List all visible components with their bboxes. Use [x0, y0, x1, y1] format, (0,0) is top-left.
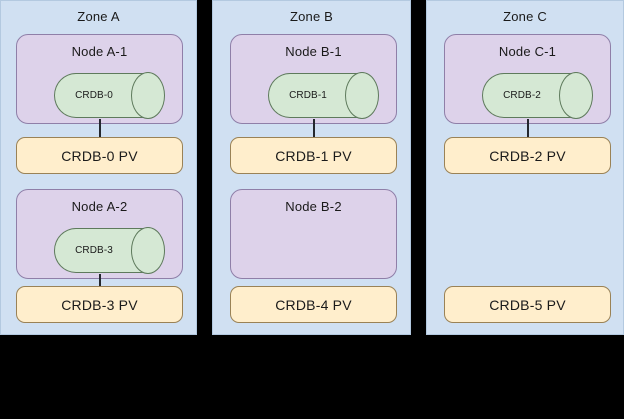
pod-crdb-2[interactable]: CRDB-2: [482, 72, 593, 119]
pod-crdb-1[interactable]: CRDB-1: [268, 72, 379, 119]
node-b-2-title: Node B-2: [285, 199, 342, 214]
cylinder-cap: [131, 72, 165, 119]
node-a-2[interactable]: Node A-2 CRDB-3: [16, 189, 183, 279]
connector-crdb-1: [313, 119, 315, 139]
node-a-1-title: Node A-1: [71, 44, 128, 59]
cylinder-cap: [559, 72, 593, 119]
connector-crdb-2: [527, 119, 529, 139]
zone-c-title: Zone C: [503, 9, 547, 24]
pod-crdb-3-label: CRDB-3: [75, 245, 113, 256]
node-a-2-title: Node A-2: [71, 199, 128, 214]
node-c-1[interactable]: Node C-1 CRDB-2: [444, 34, 611, 124]
pod-crdb-1-label: CRDB-1: [289, 90, 327, 101]
cylinder-cap: [345, 72, 379, 119]
node-b-1-title: Node B-1: [285, 44, 342, 59]
node-b-2[interactable]: Node B-2: [230, 189, 397, 279]
pv-crdb-1[interactable]: CRDB-1 PV: [230, 137, 397, 174]
connector-crdb-0: [99, 119, 101, 139]
zone-a: Zone A Node A-1 CRDB-0 CRDB-0 PV Node A-…: [0, 0, 197, 335]
zone-b-title: Zone B: [289, 9, 334, 24]
cylinder-cap: [131, 227, 165, 274]
pv-crdb-5[interactable]: CRDB-5 PV: [444, 286, 611, 323]
zone-a-title: Zone A: [77, 9, 120, 24]
pv-crdb-4[interactable]: CRDB-4 PV: [230, 286, 397, 323]
zone-c: Zone C Node C-1 CRDB-2 CRDB-2 PV CRDB-5 …: [426, 0, 624, 335]
pv-crdb-2[interactable]: CRDB-2 PV: [444, 137, 611, 174]
node-c-1-title: Node C-1: [498, 44, 557, 59]
pod-crdb-3[interactable]: CRDB-3: [54, 227, 165, 274]
node-a-1[interactable]: Node A-1 CRDB-0: [16, 34, 183, 124]
connector-crdb-3: [99, 274, 101, 294]
pv-crdb-3[interactable]: CRDB-3 PV: [16, 286, 183, 323]
node-b-1[interactable]: Node B-1 CRDB-1: [230, 34, 397, 124]
pv-crdb-0[interactable]: CRDB-0 PV: [16, 137, 183, 174]
zone-b: Zone B Node B-1 CRDB-1 CRDB-1 PV Node B-…: [212, 0, 411, 335]
pod-crdb-0-label: CRDB-0: [75, 90, 113, 101]
pod-crdb-0[interactable]: CRDB-0: [54, 72, 165, 119]
pod-crdb-2-label: CRDB-2: [503, 90, 541, 101]
